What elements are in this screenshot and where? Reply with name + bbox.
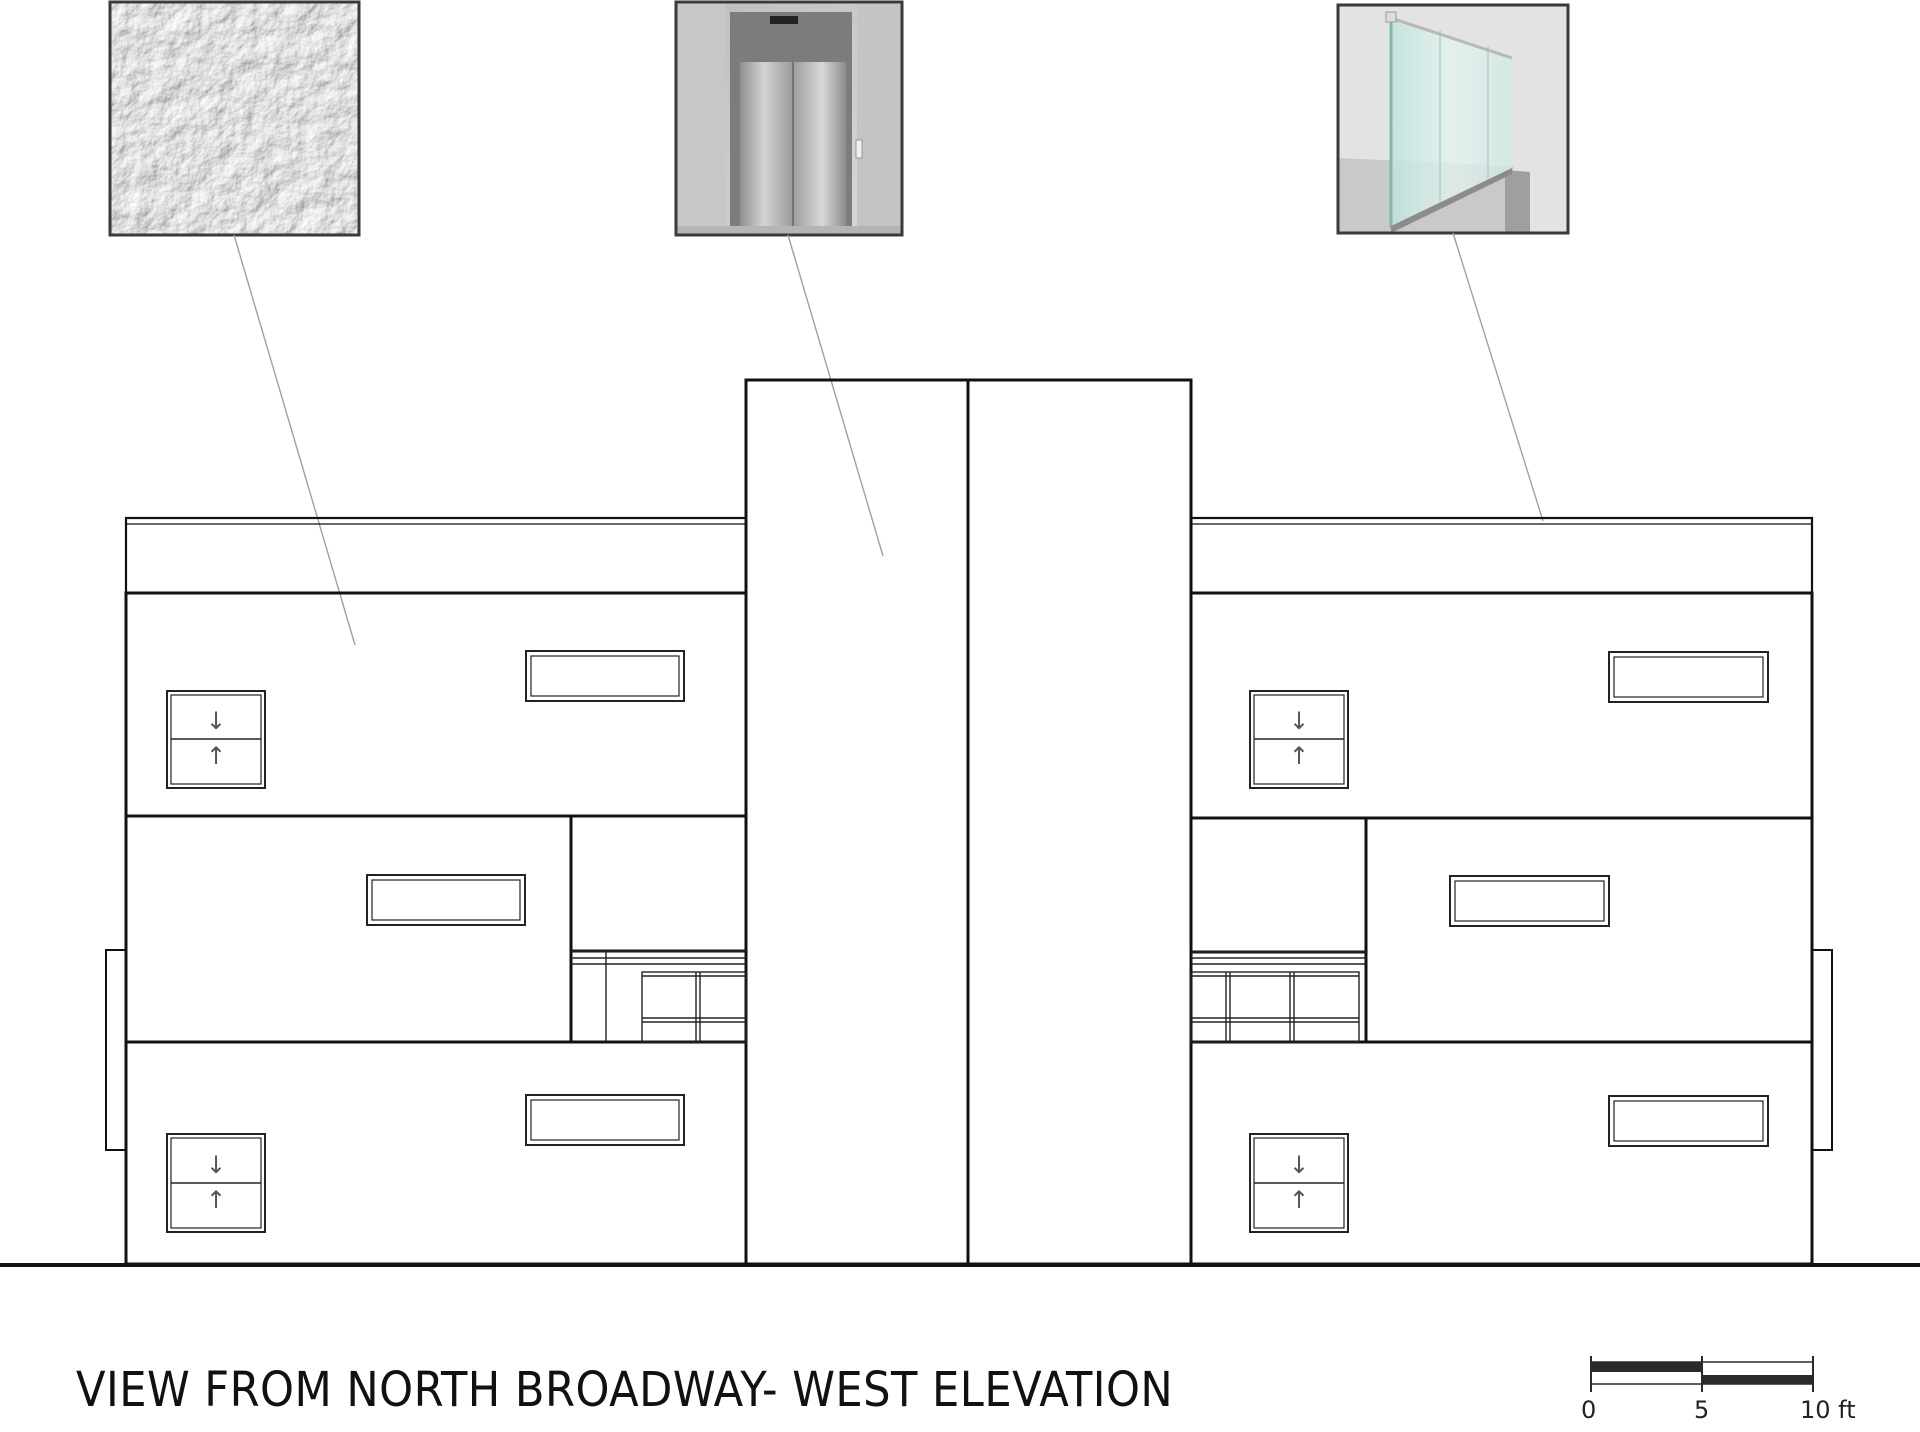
left-parapet bbox=[124, 516, 748, 595]
stucco-material-image bbox=[108, 0, 361, 237]
ribbon-window bbox=[1608, 651, 1769, 703]
window-arrow-down: ↓ bbox=[206, 707, 226, 735]
window-arrow-down: ↓ bbox=[1289, 707, 1309, 735]
ribbon-window bbox=[525, 1094, 685, 1146]
left-middle-inner-volume bbox=[569, 814, 748, 953]
window-arrow-up: ↑ bbox=[1289, 742, 1309, 770]
single-hung-window-3: ↓ ↑ bbox=[1249, 690, 1349, 789]
left-middle-volume bbox=[124, 814, 573, 1044]
right-side-panel bbox=[1811, 949, 1833, 1151]
right-courtyard-glazing bbox=[1190, 951, 1366, 1043]
scale-label-5: 5 bbox=[1694, 1396, 1710, 1424]
window-arrow-up: ↑ bbox=[206, 1186, 226, 1214]
elevator-tower bbox=[744, 378, 1193, 1266]
ribbon-window bbox=[525, 650, 685, 702]
left-side-panel bbox=[105, 949, 127, 1151]
scale-label-0: 0 bbox=[1581, 1396, 1597, 1424]
single-hung-window-2: ↓ ↑ bbox=[166, 1133, 266, 1233]
scale-label-10ft: 10 ft bbox=[1800, 1396, 1856, 1424]
ribbon-window bbox=[1608, 1095, 1769, 1147]
ribbon-windows bbox=[366, 650, 1769, 1147]
window-arrow-up: ↑ bbox=[1289, 1186, 1309, 1214]
window-arrow-down: ↓ bbox=[1289, 1151, 1309, 1179]
glass-railing-material-image bbox=[1336, 3, 1570, 235]
scale-bar bbox=[1590, 1356, 1814, 1392]
single-hung-window-1: ↓ ↑ bbox=[166, 690, 266, 789]
left-upper-volume bbox=[124, 591, 748, 818]
window-arrow-up: ↑ bbox=[206, 742, 226, 770]
right-parapet bbox=[1189, 516, 1814, 595]
left-courtyard-glazing bbox=[571, 950, 747, 1043]
glass-railing-leader-line bbox=[1452, 232, 1544, 522]
right-wing bbox=[1189, 516, 1833, 1266]
left-wing bbox=[105, 516, 748, 1266]
right-middle-inner-volume bbox=[1189, 816, 1368, 954]
single-hung-window-4: ↓ ↑ bbox=[1249, 1133, 1349, 1233]
window-arrow-down: ↓ bbox=[206, 1151, 226, 1179]
elevator-leader-line bbox=[787, 234, 884, 557]
elevator-material-image bbox=[674, 0, 904, 237]
drawing-caption: VIEW FROM NORTH BROADWAY- WEST ELEVATION bbox=[76, 1362, 1174, 1418]
right-middle-volume bbox=[1364, 816, 1814, 1044]
right-lower-volume bbox=[1189, 1040, 1814, 1266]
stucco-leader-line bbox=[233, 234, 356, 646]
ribbon-window bbox=[366, 874, 526, 926]
ribbon-window bbox=[1449, 875, 1610, 927]
